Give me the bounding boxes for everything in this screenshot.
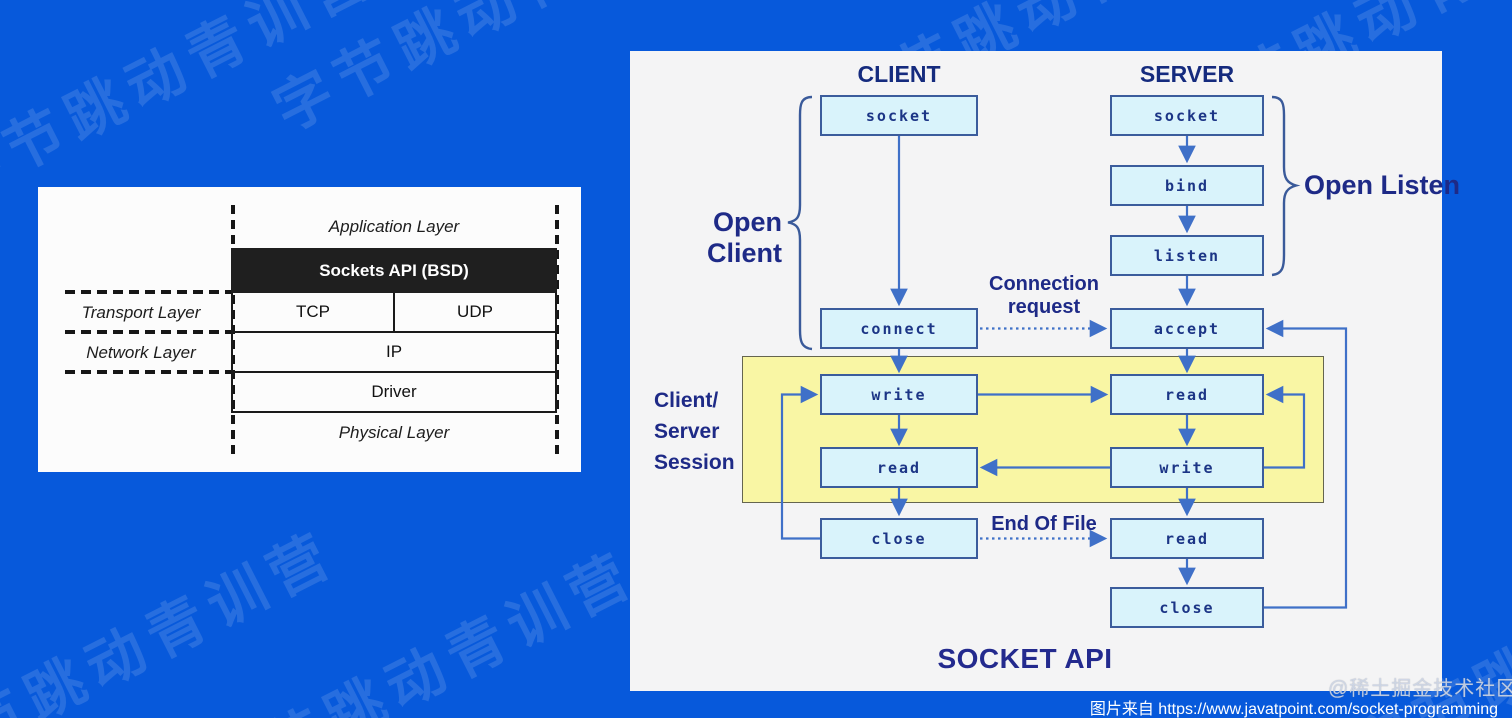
network-row: IP <box>233 333 555 373</box>
driver-cell: Driver <box>371 382 417 401</box>
tcp-cell: TCP <box>233 293 395 331</box>
session-label: Client/ Server Session <box>654 385 735 478</box>
flow-node-server-socket: socket <box>1110 95 1264 136</box>
diagram-title: SOCKET API <box>937 643 1113 674</box>
transport-layer-label: Transport Layer <box>81 303 201 322</box>
udp-cell: UDP <box>457 302 493 321</box>
layer-table: TCP UDP IP Driver <box>231 293 557 413</box>
ip-cell: IP <box>385 342 403 361</box>
connection-request-line1: Connection <box>989 273 1099 295</box>
session-label-line1: Client/ <box>654 389 719 412</box>
client-header: CLIENT <box>857 61 941 87</box>
open-listen-label: Open Listen <box>1304 170 1461 200</box>
flow-node-server-bind: bind <box>1110 165 1264 206</box>
flow-node-client-socket: socket <box>820 95 978 136</box>
flow-node-server-accept: accept <box>1110 308 1264 349</box>
flow-node-client-close: close <box>820 518 978 559</box>
background-watermark: 字节跳动青训营 <box>0 0 388 215</box>
dashed-line-transport-top <box>65 290 231 294</box>
flow-node-client-connect: connect <box>820 308 978 349</box>
protocol-layers-panel: Application Layer Sockets API (BSD) TCP … <box>38 187 581 472</box>
transport-row: TCP UDP <box>233 293 555 333</box>
socket-api-flow-panel: CLIENT SERVER socket connect write read … <box>630 51 1460 691</box>
flow-node-client-write: write <box>820 374 978 415</box>
end-of-file-label: End Of File <box>991 513 1097 535</box>
driver-row: Driver <box>233 373 555 411</box>
flow-node-server-close: close <box>1110 587 1264 628</box>
session-label-line3: Session <box>654 451 735 474</box>
sockets-api-bar: Sockets API (BSD) <box>231 248 557 293</box>
dashed-line-transport-bottom <box>65 330 231 334</box>
flow-node-server-read: read <box>1110 374 1264 415</box>
server-header: SERVER <box>1139 61 1235 87</box>
dashed-line-network-bottom <box>65 370 231 374</box>
network-layer-label: Network Layer <box>86 343 196 362</box>
community-watermark: @稀土掘金技术社区 <box>1328 678 1512 700</box>
open-client-label: Open Client <box>706 207 782 268</box>
session-label-line2: Server <box>654 420 720 443</box>
background-watermark: 字节跳动青训营 <box>0 518 348 718</box>
flow-node-server-write: write <box>1110 447 1264 488</box>
flow-node-client-read: read <box>820 447 978 488</box>
connection-request-label: Connection request <box>959 273 1129 319</box>
application-layer-label: Application Layer <box>328 217 460 236</box>
source-caption: 图片来自 https://www.javatpoint.com/socket-p… <box>1089 701 1498 718</box>
connection-request-line2: request <box>1007 296 1081 318</box>
client-brace <box>787 95 813 351</box>
background-watermark: 字节跳动青训营 <box>192 538 648 718</box>
physical-layer-label: Physical Layer <box>338 423 450 442</box>
flow-node-server-listen: listen <box>1110 235 1264 276</box>
server-brace <box>1271 95 1301 277</box>
flow-node-server-read-2: read <box>1110 518 1264 559</box>
